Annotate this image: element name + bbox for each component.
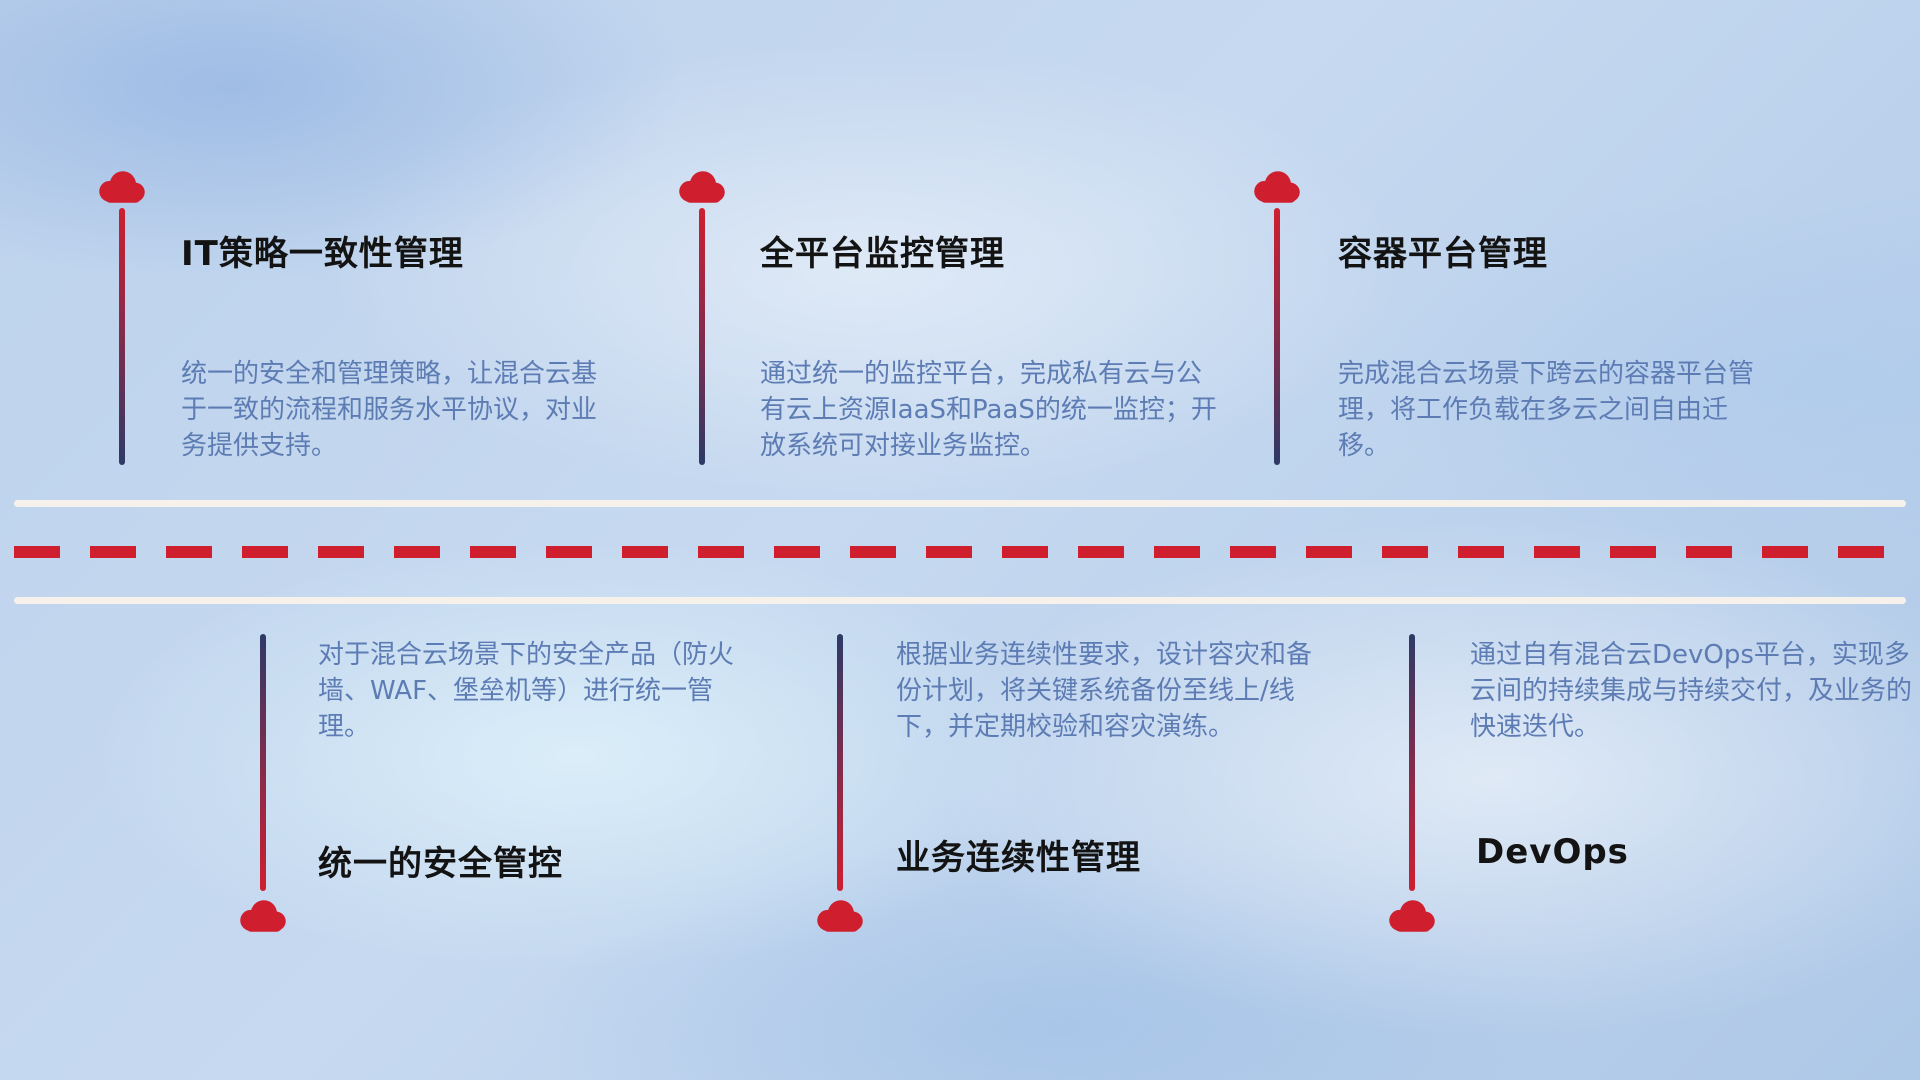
connector-line <box>699 208 705 465</box>
road-dashed-center-line <box>14 546 1906 558</box>
feature-title: IT策略一致性管理 <box>181 234 464 274</box>
feature-description: 通过统一的监控平台，完成私有云与公有云上资源IaaS和PaaS的统一监控；开放系… <box>760 359 1217 461</box>
road-line-top <box>14 500 1906 507</box>
cloud-icon-svg <box>240 900 286 932</box>
feature-description: 完成混合云场景下跨云的容器平台管理，将工作负载在多云之间自由迁移。 <box>1338 359 1755 461</box>
feature-description: 根据业务连续性要求，设计容灾和备份计划，将关键系统备份至线上/线下，并定期校验和… <box>896 640 1313 742</box>
cloud-icon <box>674 167 730 207</box>
cloud-icon <box>812 896 868 936</box>
cloud-icon <box>94 167 150 207</box>
connector-line <box>1274 208 1280 465</box>
feature-description: 对于混合云场景下的安全产品（防火墙、WAF、堡垒机等）进行统一管理。 <box>318 640 735 742</box>
feature-title: DevOps <box>1476 832 1629 872</box>
cloud-icon-svg <box>679 171 725 203</box>
connector-line <box>1409 634 1415 891</box>
feature-title: 容器平台管理 <box>1338 234 1548 274</box>
cloud-icon-svg <box>1389 900 1435 932</box>
connector-line <box>260 634 266 891</box>
feature-title: 统一的安全管控 <box>318 844 563 884</box>
feature-title: 全平台监控管理 <box>760 234 1005 274</box>
cloud-icon <box>235 896 291 936</box>
cloud-icon-svg <box>817 900 863 932</box>
cloud-icon-svg <box>1254 171 1300 203</box>
cloud-icon-svg <box>99 171 145 203</box>
feature-description: 统一的安全和管理策略，让混合云基于一致的流程和服务水平协议，对业务提供支持。 <box>181 359 598 461</box>
feature-description: 通过自有混合云DevOps平台，实现多云间的持续集成与持续交付，及业务的快速迭代… <box>1470 640 1913 742</box>
road-line-bottom <box>14 597 1906 604</box>
connector-line <box>837 634 843 891</box>
cloud-icon <box>1249 167 1305 207</box>
connector-line <box>119 208 125 465</box>
feature-title: 业务连续性管理 <box>896 838 1141 878</box>
cloud-icon <box>1384 896 1440 936</box>
